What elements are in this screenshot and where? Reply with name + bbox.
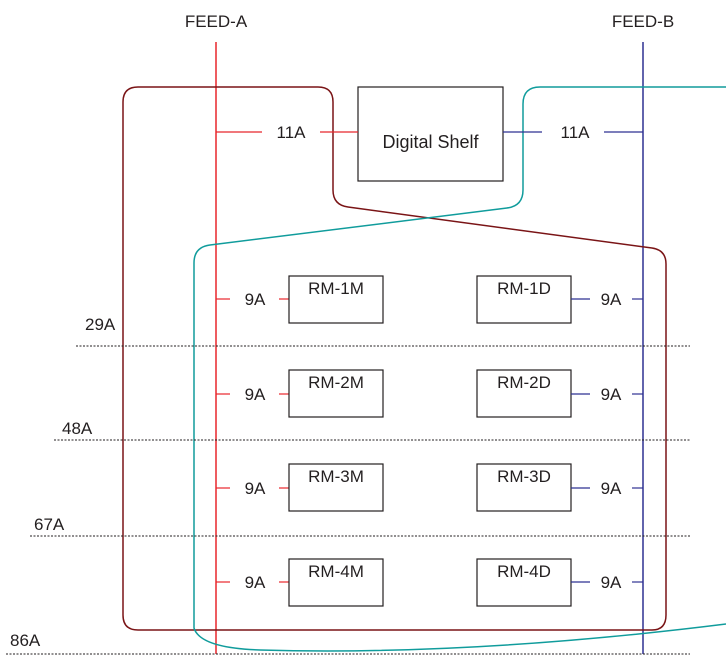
- feed-a-enclosure-loop: [122, 86, 667, 631]
- row-4-current-a: 9A: [245, 573, 266, 592]
- feed-b-title: FEED-B: [612, 12, 674, 31]
- row-3-current-b: 9A: [601, 479, 622, 498]
- rm-1d-box: [476, 275, 572, 324]
- row-4-current-b: 9A: [601, 573, 622, 592]
- rm-2d-box: [476, 369, 572, 418]
- rm-2m-label: RM-2M: [308, 373, 364, 392]
- row-3-current-a: 9A: [245, 479, 266, 498]
- feed-a-title: FEED-A: [185, 12, 248, 31]
- rm-2m-box: [288, 369, 384, 418]
- rm-4m-label: RM-4M: [308, 562, 364, 581]
- row-1-current-a: 9A: [245, 290, 266, 309]
- rm-3d-label: RM-3D: [497, 467, 551, 486]
- rm-2d-label: RM-2D: [497, 373, 551, 392]
- subtotal-label-1: 29A: [85, 315, 116, 334]
- subtotal-label-4: 86A: [10, 631, 41, 650]
- rm-4d-label: RM-4D: [497, 562, 551, 581]
- rm-1m-box: [288, 275, 384, 324]
- digital-shelf-label: Digital Shelf: [382, 132, 479, 152]
- subtotal-label-3: 67A: [34, 515, 65, 534]
- row-1-current-b: 9A: [601, 290, 622, 309]
- rm-3d-box: [476, 463, 572, 512]
- rm-1d-label: RM-1D: [497, 279, 551, 298]
- feed-b-enclosure-loop: [193, 86, 726, 652]
- rm-3m-box: [288, 463, 384, 512]
- shelf-current-b: 11A: [561, 123, 591, 142]
- row-2-current-b: 9A: [601, 385, 622, 404]
- row-2-current-a: 9A: [245, 385, 266, 404]
- rm-1m-label: RM-1M: [308, 279, 364, 298]
- subtotal-label-2: 48A: [62, 419, 93, 438]
- rm-4m-box: [288, 558, 384, 607]
- rm-3m-label: RM-3M: [308, 467, 364, 486]
- shelf-current-a: 11A: [277, 123, 307, 142]
- digital-shelf-box: [357, 86, 504, 182]
- rm-4d-box: [476, 558, 572, 607]
